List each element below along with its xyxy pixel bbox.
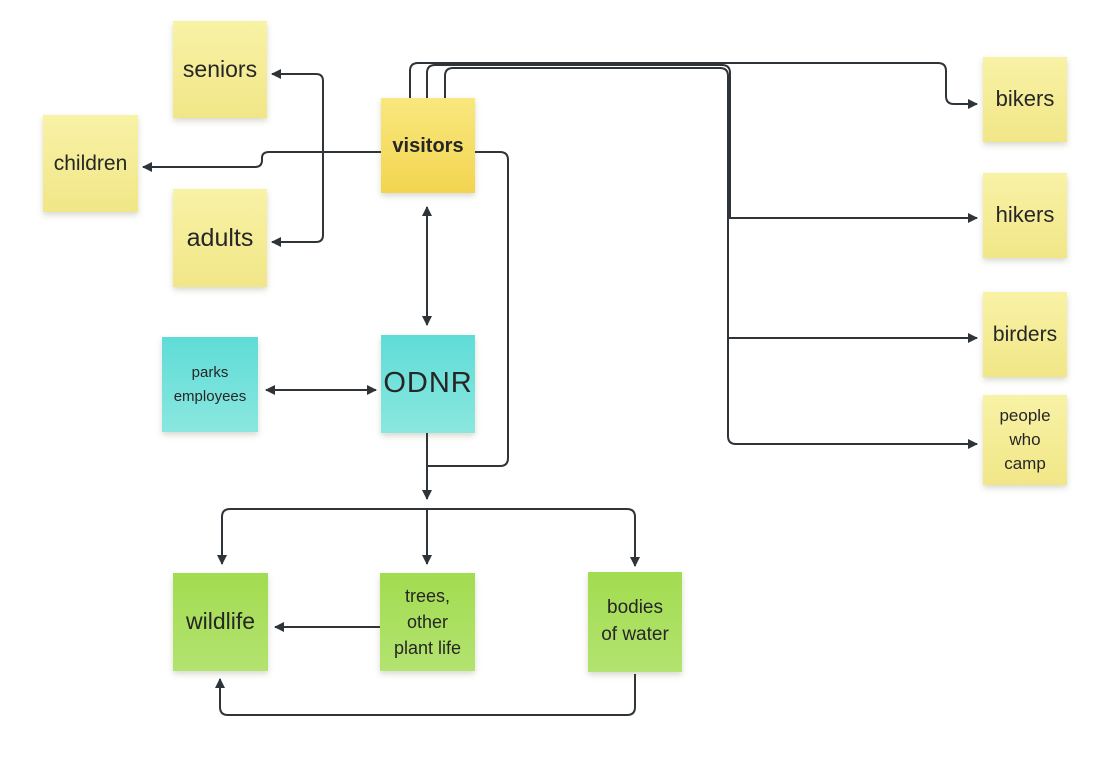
sticky-note-people-who-camp[interactable]: people who camp	[983, 395, 1067, 485]
sticky-note-seniors[interactable]: seniors	[173, 21, 267, 118]
sticky-note-bodies-of-water[interactable]: bodies of water	[588, 572, 682, 672]
sticky-note-wildlife[interactable]: wildlife	[173, 573, 268, 671]
sticky-note-label-adults: adults	[186, 223, 254, 252]
sticky-note-label-visitors: visitors	[392, 134, 464, 157]
sticky-note-label-bodies-of-water: bodies of water	[601, 597, 669, 645]
sticky-note-parks-employees[interactable]: parks employees	[162, 337, 258, 432]
sticky-note-label-birders: birders	[992, 322, 1058, 346]
sticky-note-label-seniors: seniors	[182, 55, 258, 82]
sticky-note-label-children: children	[53, 151, 128, 175]
sticky-note-children[interactable]: children	[43, 115, 138, 212]
connector-visitors-nature-trunk[interactable]	[427, 151, 509, 467]
connector-fan-wildlife[interactable]	[217, 508, 427, 565]
connector-visitors-children[interactable]	[142, 151, 381, 172]
connector-bodies-of-water-wildlife[interactable]	[215, 674, 636, 716]
sticky-note-label-bikers: bikers	[995, 86, 1055, 112]
sticky-note-label-trees-other-plant-life: trees, other plant life	[393, 585, 462, 659]
sticky-note-label-parks-employees: parks employees	[173, 364, 247, 405]
sticky-note-odnr[interactable]: ODNR	[381, 335, 475, 433]
sticky-note-hikers[interactable]: hikers	[983, 173, 1067, 258]
sticky-note-label-odnr: ODNR	[383, 367, 473, 400]
connector-visitors-bikers[interactable]	[409, 62, 978, 109]
sticky-note-visitors[interactable]: visitors	[381, 98, 475, 193]
sticky-note-label-people-who-camp: people who camp	[999, 406, 1051, 473]
connector-visitors-people-who-camp[interactable]	[727, 338, 978, 449]
sticky-note-bikers[interactable]: bikers	[983, 57, 1067, 142]
connector-visitors-birders[interactable]	[444, 67, 978, 343]
connector-visitors-adults[interactable]	[271, 152, 324, 247]
sticky-note-birders[interactable]: birders	[983, 292, 1067, 377]
sticky-note-label-hikers: hikers	[995, 202, 1055, 228]
connector-visitors-hikers[interactable]	[426, 64, 978, 223]
connectors-group	[142, 62, 978, 716]
sticky-note-adults[interactable]: adults	[173, 189, 267, 287]
connector-fan-bodies-of-water[interactable]	[427, 508, 640, 567]
sticky-note-trees-other-plant-life[interactable]: trees, other plant life	[380, 573, 475, 671]
sticky-note-label-wildlife: wildlife	[185, 608, 256, 635]
connector-visitors-seniors[interactable]	[271, 69, 381, 153]
